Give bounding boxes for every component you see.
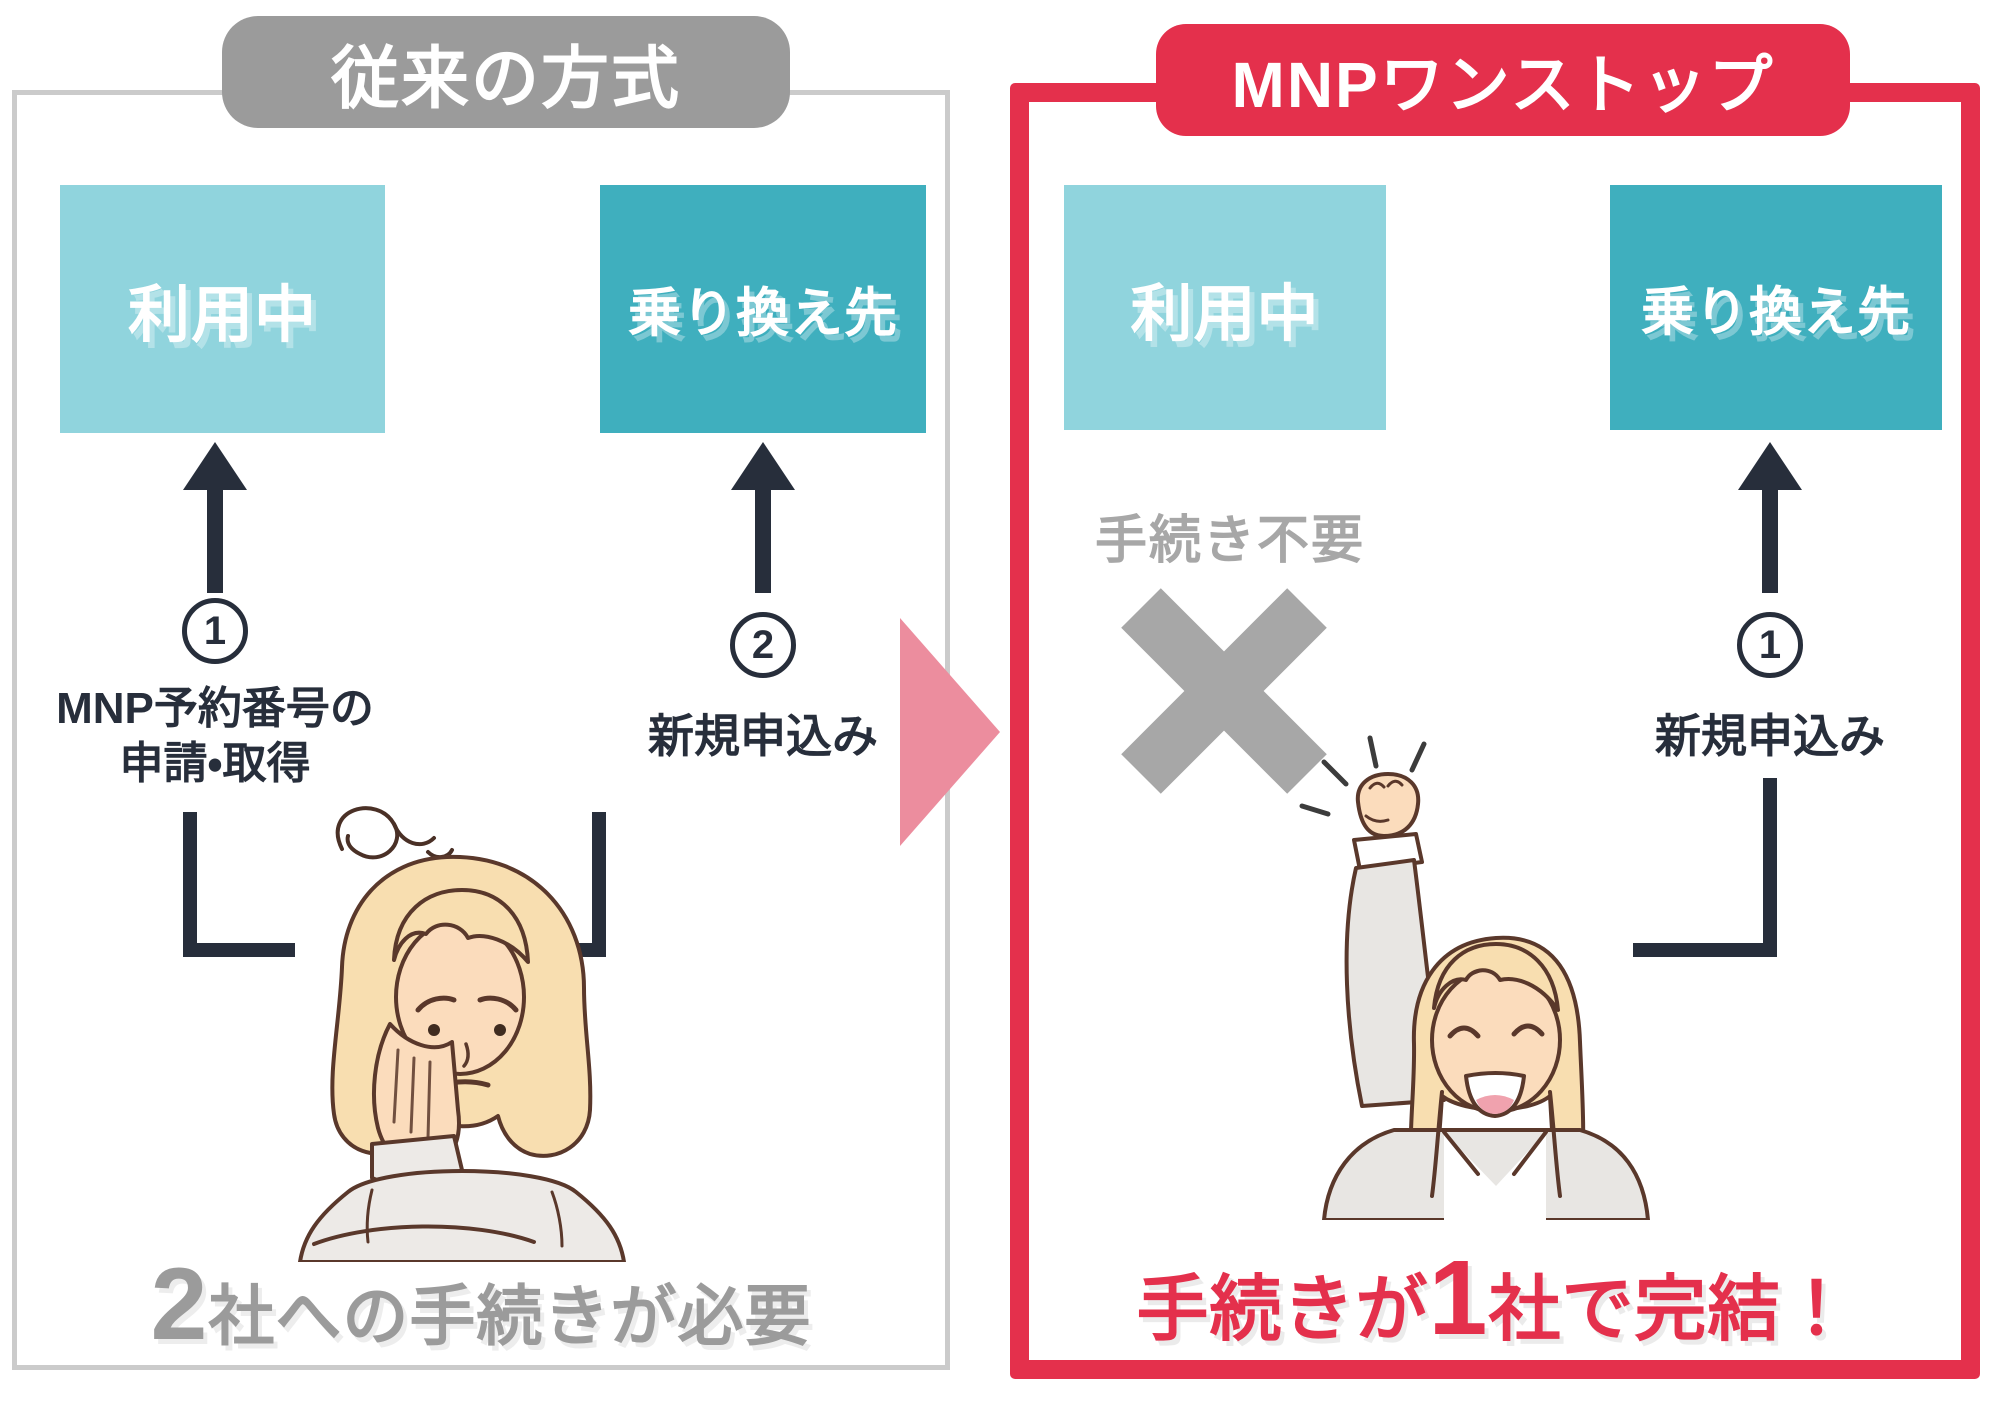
onestop-footer-part2: 社で完結！ bbox=[1488, 1270, 1854, 1350]
legacy-step1-number-badge: 1 bbox=[182, 598, 248, 664]
legacy-step2-number-badge: 2 bbox=[730, 612, 796, 678]
arrow-up-icon bbox=[1735, 440, 1805, 595]
worried-woman-illustration bbox=[222, 792, 682, 1262]
transition-arrow-icon bbox=[900, 618, 1000, 846]
onestop-destination-carrier-label: 乗り換え先 bbox=[1641, 282, 1911, 342]
onestop-footer-text: 手続きが1社で完結！ bbox=[1029, 1238, 1961, 1359]
legacy-current-carrier-label: 利用中 bbox=[127, 281, 317, 350]
cross-icon bbox=[1113, 580, 1335, 802]
onestop-current-carrier-box: 利用中 bbox=[1064, 185, 1386, 430]
legacy-step2-label: 新規申込み bbox=[648, 710, 878, 762]
onestop-footer-part1: 手続きが bbox=[1136, 1270, 1429, 1350]
legacy-destination-carrier-box: 乗り換え先 bbox=[600, 185, 926, 433]
connector-line bbox=[183, 812, 197, 957]
connector-line bbox=[183, 943, 295, 957]
legacy-current-carrier-box: 利用中 bbox=[60, 185, 385, 433]
onestop-step1-number: 1 bbox=[1758, 622, 1782, 667]
onestop-current-carrier-label: 利用中 bbox=[1130, 279, 1320, 349]
legacy-footer-big-number: 2 bbox=[150, 1247, 209, 1361]
legacy-step2-number: 2 bbox=[751, 622, 775, 667]
connector-line bbox=[1633, 943, 1777, 957]
onestop-footer-big-number: 1 bbox=[1428, 1239, 1489, 1357]
emphasis-lines-icon bbox=[1299, 735, 1427, 817]
onestop-header-pill: MNPワンストップ bbox=[1156, 24, 1850, 136]
legacy-step1-label-line1: MNP予約番号の bbox=[56, 684, 374, 733]
legacy-step1-label: MNP予約番号の 申請・取得 bbox=[30, 682, 400, 791]
connector-line bbox=[1763, 778, 1777, 957]
onestop-destination-carrier-box: 乗り換え先 bbox=[1610, 185, 1942, 430]
happy-woman-illustration bbox=[1228, 728, 1658, 1220]
arrow-up-icon bbox=[180, 440, 250, 595]
legacy-step1-number: 1 bbox=[203, 608, 227, 653]
no-procedure-label: 手続き不要 bbox=[1094, 512, 1365, 570]
onestop-header-title: MNPワンストップ bbox=[1231, 49, 1775, 121]
frustration-scribble-icon bbox=[335, 806, 454, 860]
connector-line bbox=[592, 812, 606, 957]
legacy-destination-carrier-label: 乗り換え先 bbox=[628, 284, 898, 343]
onestop-step1-number-badge: 1 bbox=[1737, 612, 1803, 678]
legacy-footer-text: 2社への手続きが必要 bbox=[12, 1246, 950, 1363]
onestop-step1-label: 新規申込み bbox=[1655, 710, 1885, 762]
legacy-header-title: 従来の方式 bbox=[330, 40, 681, 117]
arrow-up-icon bbox=[728, 440, 798, 595]
legacy-footer-rest: 社への手続きが必要 bbox=[208, 1279, 812, 1353]
legacy-header-pill: 従来の方式 bbox=[222, 16, 790, 128]
legacy-step1-label-line2: 申請・取得 bbox=[119, 738, 311, 788]
